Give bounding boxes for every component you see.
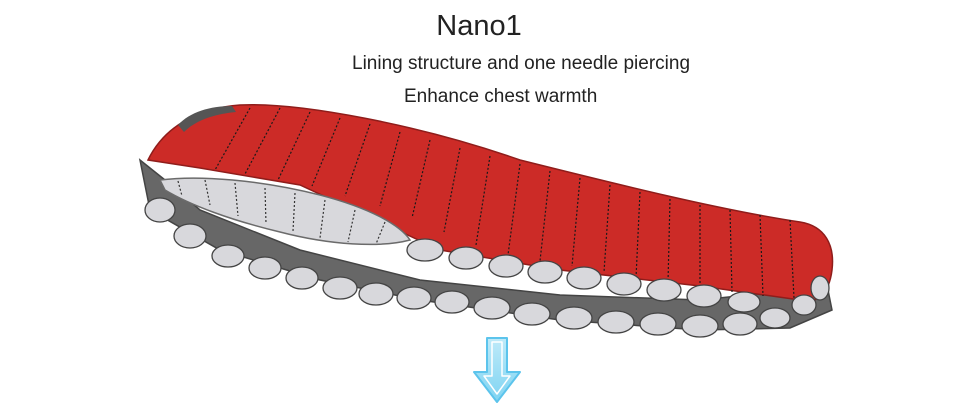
feature-line-lining: Lining structure and one needle piercing [352, 53, 691, 74]
lining-stitch-lines [177, 179, 386, 245]
sleeping-bag-lining [158, 177, 412, 246]
shell-stitch-lines [214, 107, 795, 299]
down-arrow-icon [473, 337, 521, 403]
page-title: Nano1 [436, 10, 522, 42]
baffle-end-caps [144, 197, 830, 338]
sleeping-bag-hood-tab [178, 106, 236, 132]
feature-line-warmth: Enhance chest warmth [404, 86, 598, 107]
